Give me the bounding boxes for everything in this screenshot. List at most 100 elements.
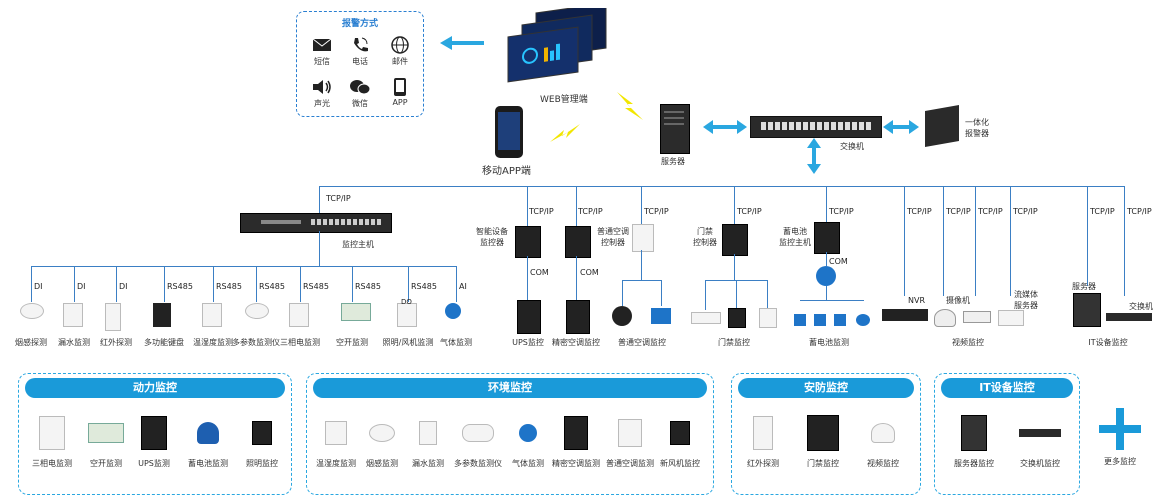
ac-sensor-2 xyxy=(651,308,671,324)
sensor-device xyxy=(245,303,269,319)
speaker-icon xyxy=(305,76,339,98)
smart-controller-2 xyxy=(565,226,591,258)
sensor-drop xyxy=(408,266,409,302)
smartphone-icon xyxy=(383,76,417,98)
app-item: APP xyxy=(383,76,417,107)
globe-icon xyxy=(383,34,417,56)
ac-controller xyxy=(632,224,654,252)
switch-down-arrow xyxy=(807,138,821,174)
server-label: 服务器 xyxy=(661,157,685,166)
ac-line xyxy=(641,250,642,280)
nvr-device xyxy=(882,309,928,321)
sensor-label: 空开监测 xyxy=(336,338,368,347)
ups-device xyxy=(517,300,541,334)
sensor-label: 多功能键盘 xyxy=(144,338,184,347)
mobile-phone xyxy=(495,106,523,158)
sensor-label: 多参数监测仪 xyxy=(232,338,280,347)
sensor-device xyxy=(153,303,171,327)
sensor-label: 三相电监测 xyxy=(280,338,320,347)
stream-server-label: 流媒体 服务器 xyxy=(1014,290,1038,310)
it-server xyxy=(1073,293,1101,327)
sensor-drop xyxy=(352,266,353,302)
drop-nvr xyxy=(904,186,905,296)
sensor-drop xyxy=(31,266,32,302)
sensor-label: 温湿度监测 xyxy=(193,338,233,347)
sensor-drop xyxy=(456,266,457,302)
monitoring-host xyxy=(240,213,392,233)
sensor-protocol: AI xyxy=(459,282,467,291)
video-item: 视频监控 xyxy=(852,414,914,469)
drop-smart xyxy=(527,186,528,226)
sensor-drop xyxy=(300,266,301,302)
sensor-device xyxy=(20,303,44,319)
do-label: DO xyxy=(401,298,412,306)
battery-host-label: 蓄电池 监控主机 xyxy=(779,227,811,247)
drop-cam1 xyxy=(943,186,944,296)
host-label: 监控主机 xyxy=(342,240,374,249)
ac-drop-1 xyxy=(622,280,623,306)
drop-smart2 xyxy=(576,186,577,226)
lightning-icon-web xyxy=(617,92,643,120)
battery-line xyxy=(826,252,827,266)
door-device-3 xyxy=(759,308,777,328)
ups-item: UPS监测 xyxy=(123,414,185,469)
phone-call-icon xyxy=(343,34,377,56)
sensor-label: 漏水监测 xyxy=(58,338,90,347)
door-controller xyxy=(722,224,748,256)
panel-it: IT设备监控 服务器监控 交换机监控 xyxy=(934,373,1080,495)
server-tower xyxy=(660,104,690,154)
server-switch-arrow xyxy=(703,120,747,134)
battery-host xyxy=(814,222,840,254)
sensor-device xyxy=(63,303,83,327)
sensor-protocol: DI xyxy=(119,282,128,291)
battery-cell-4 xyxy=(856,314,870,326)
door-drop-2 xyxy=(736,280,737,310)
sensor-device xyxy=(202,303,222,327)
door-device-2 xyxy=(728,308,746,328)
dome-camera xyxy=(934,309,956,327)
core-switch xyxy=(750,116,882,138)
sensor-drop xyxy=(74,266,75,302)
phone-call-item: 电话 xyxy=(343,34,377,67)
battery-cell-2 xyxy=(814,314,826,326)
email-item: 邮件 xyxy=(383,34,417,67)
sensor-bus xyxy=(31,266,456,267)
smart-controller-1 xyxy=(515,226,541,258)
host-down xyxy=(319,231,320,266)
sensor-drop xyxy=(256,266,257,302)
sensor-protocol: RS485 xyxy=(259,282,285,291)
smoke-item: 烟感监测 xyxy=(351,414,413,469)
alarm-methods-box: 报警方式 短信 电话 邮件 声光 微信 APP xyxy=(296,11,424,117)
switch-label: 交换机 xyxy=(840,142,864,151)
server-item: 服务器监控 xyxy=(943,414,1005,469)
door-device-1 xyxy=(691,312,721,324)
alarm-title: 报警方式 xyxy=(341,19,378,29)
arrow-to-alarm xyxy=(440,36,484,50)
ac-ctrl-label: 普通空调 控制器 xyxy=(597,227,629,247)
plus-icon[interactable] xyxy=(1099,408,1141,450)
door-line xyxy=(734,254,735,280)
drop-switch xyxy=(1124,186,1125,296)
drop-battery xyxy=(826,186,827,226)
sensor-drop xyxy=(116,266,117,302)
sensor-label: 红外探测 xyxy=(100,338,132,347)
sensor-protocol: RS485 xyxy=(216,282,242,291)
door-ctrl-label: 门禁 控制器 xyxy=(693,227,717,247)
sensor-protocol: RS485 xyxy=(167,282,193,291)
web-monitors xyxy=(500,2,610,88)
alarm-unit-label: 一体化 报警器 xyxy=(965,118,989,138)
panel-power: 动力监控 三相电监测 空开监测 UPS监测 蓄电池监测 照明监控 xyxy=(18,373,292,495)
door-access-item: 门禁监控 xyxy=(792,414,854,469)
fresh-air-item: 新风机监控 xyxy=(649,414,711,469)
sensor-device xyxy=(397,303,417,327)
com-line-2 xyxy=(576,256,577,300)
it-switch xyxy=(1106,313,1152,321)
sensor-protocol: RS485 xyxy=(303,282,329,291)
door-drop-3 xyxy=(767,280,768,310)
sensor-label: 照明/风机监测 xyxy=(382,338,434,347)
sensor-drop xyxy=(213,266,214,302)
switch-alarm-arrow xyxy=(883,120,919,134)
battery-sensor xyxy=(816,266,836,286)
gas-item: 气体监测 xyxy=(497,414,559,469)
drop-door xyxy=(734,186,735,226)
